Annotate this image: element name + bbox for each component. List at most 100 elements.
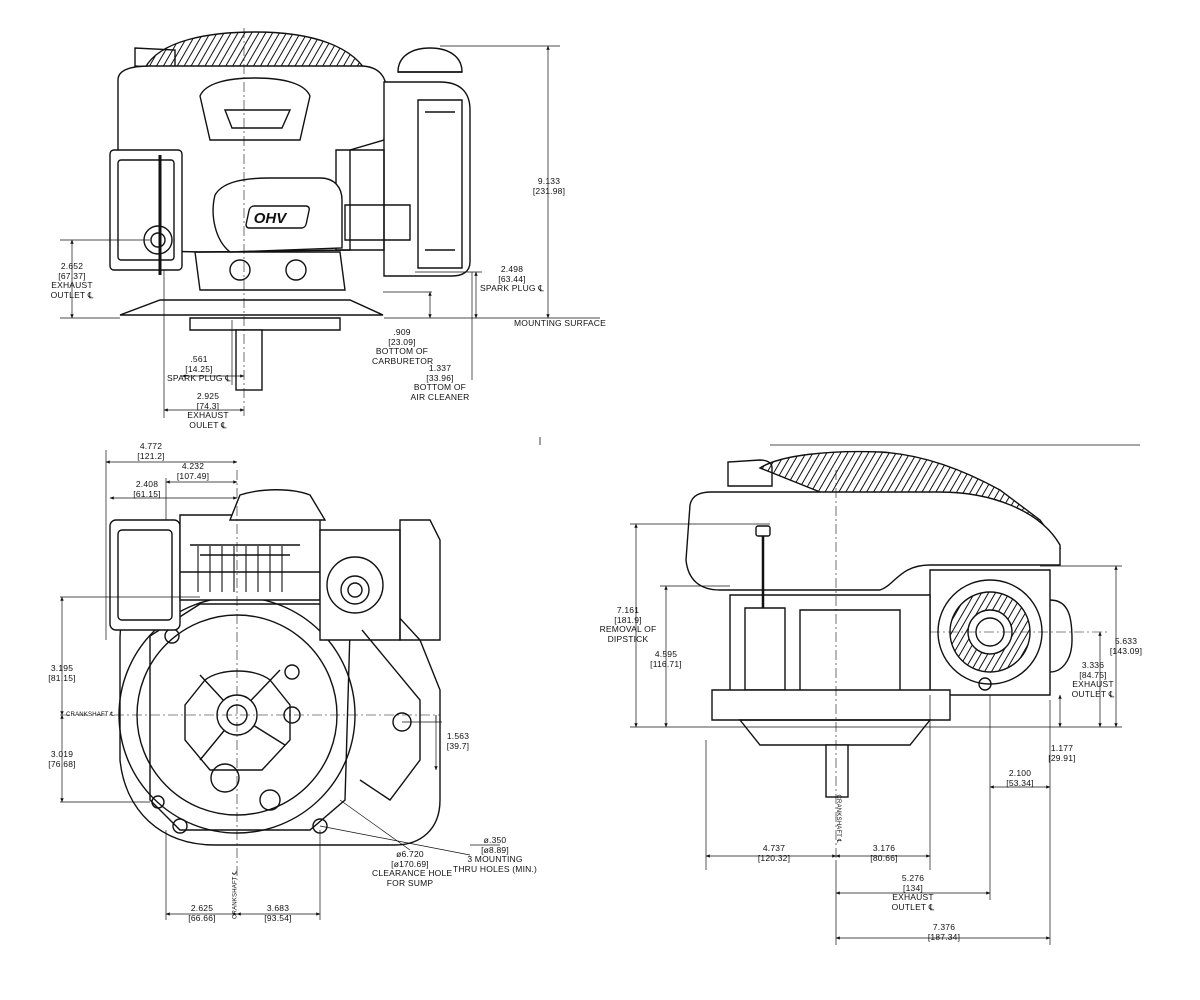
dim-metric: [80.66] bbox=[870, 852, 898, 863]
dim-value: 2.925 bbox=[196, 391, 220, 401]
dim-metric: [67.37] bbox=[58, 270, 86, 281]
dim-metric: [143.09] bbox=[1109, 645, 1143, 656]
dim-metric: [76.68] bbox=[48, 758, 76, 769]
dim-note: EXHAUST bbox=[51, 280, 93, 290]
dim-value: 2.408 bbox=[135, 479, 159, 489]
dim-metric: [84.75] bbox=[1079, 669, 1107, 680]
front-view: OHV bbox=[109, 31, 471, 391]
dim-small-offset: 1.177 [29.91] bbox=[1040, 743, 1084, 763]
dim-metric: [81.15] bbox=[48, 672, 76, 683]
dim-dipstick-removal: 7.161 [181.9] REMOVAL OF DIPSTICK bbox=[596, 605, 660, 644]
crankshaft-vertical-label-side: CRANKSHAFT ℄ bbox=[834, 794, 841, 843]
dim-value: 3.683 bbox=[266, 903, 290, 913]
dim-metric: [134] bbox=[903, 882, 923, 893]
dim-value: 7.376 bbox=[932, 922, 956, 932]
dim-note: CARBURETOR bbox=[372, 355, 434, 366]
dim-exhaust-outlet-side: 3.336 [84.75] EXHAUST OUTLET ℄ bbox=[1066, 660, 1120, 699]
dim-metric: [ø8.89] bbox=[481, 844, 509, 855]
dim-note: OUTLET ℄ bbox=[1071, 688, 1115, 699]
dim-metric: [231.98] bbox=[532, 185, 566, 196]
dim-metric: [ø170.69] bbox=[391, 858, 429, 869]
dim-note: OUTLET ℄ bbox=[891, 901, 935, 912]
dim-exhaust-offset: 2.925 [74.3] EXHAUST OULET ℄ bbox=[178, 391, 238, 430]
dim-value: 2.100 bbox=[1008, 768, 1032, 778]
dim-note: EXHAUST bbox=[892, 892, 934, 902]
dim-metric: [29.91] bbox=[1048, 752, 1076, 763]
dim-spark-plug-offset: .561 [14.25] SPARK PLUG ℄ bbox=[164, 354, 234, 384]
crankshaft-centerline-label: CRANKSHAFT ℄ bbox=[66, 712, 115, 718]
dim-value: .909 bbox=[393, 327, 411, 337]
dim-metric: [39.7] bbox=[446, 740, 470, 751]
dim-metric: [23.09] bbox=[388, 336, 416, 347]
front-view-dimension-lines bbox=[60, 45, 600, 418]
dim-value: .561 bbox=[190, 354, 208, 364]
dim-value: 3.019 bbox=[50, 749, 74, 759]
mounting-surface-label: MOUNTING SURFACE bbox=[514, 318, 606, 328]
dim-value: ø6.720 bbox=[396, 849, 424, 859]
dim-metric: [63.44] bbox=[498, 273, 526, 284]
ohv-logo: OHV bbox=[254, 210, 289, 227]
dim-metric: [33.96] bbox=[426, 372, 454, 383]
dim-total-width-side: 7.376 [187.34] bbox=[918, 922, 970, 942]
dim-side-offset: 1.563 [39.7] bbox=[440, 731, 476, 751]
dim-width-1: 4.772 [121.2] bbox=[126, 441, 176, 461]
dim-d1: 2.100 [53.34] bbox=[998, 768, 1042, 788]
dim-overall-height: 9.133 [231.98] bbox=[524, 176, 574, 196]
dim-value: 3.176 bbox=[872, 843, 896, 853]
dim-metric: [121.2] bbox=[137, 450, 165, 461]
dim-note: FOR SUMP bbox=[386, 877, 434, 888]
dim-lower-offset: 3.019 [76.68] bbox=[40, 749, 84, 769]
dim-exhaust-outlet-height: 2.652 [67.37] EXHAUST OUTLET ℄ bbox=[44, 261, 100, 300]
dim-height-2: 4.595 [116.71] bbox=[644, 649, 688, 669]
dim-metric: [14.25] bbox=[185, 363, 213, 374]
dim-spark-plug-height: 2.498 [63.44] SPARK PLUG ℄ bbox=[474, 264, 550, 294]
dim-value: 4.737 bbox=[762, 843, 786, 853]
dim-note: BOTTOM OF bbox=[413, 382, 467, 392]
dim-value: ø.350 bbox=[483, 835, 507, 845]
dim-value: 1.563 bbox=[446, 731, 470, 741]
dim-note: 3 MOUNTING bbox=[467, 854, 523, 864]
dim-mid-width-side: 3.176 [80.66] bbox=[860, 843, 908, 863]
plan-view bbox=[109, 489, 441, 846]
dim-note: BOTTOM OF bbox=[375, 346, 429, 356]
dim-value: 3.195 bbox=[50, 663, 74, 673]
side-view-centerlines bbox=[835, 470, 1110, 860]
dim-note: THRU HOLES (MIN.) bbox=[452, 863, 538, 874]
dim-value: 2.498 bbox=[500, 264, 524, 274]
dim-metric: [181.9] bbox=[614, 614, 642, 625]
dim-note: DIPSTICK bbox=[607, 633, 649, 644]
dim-overall-height-side: 5.633 [143.09] bbox=[1104, 636, 1148, 656]
dim-metric: [61.15] bbox=[133, 488, 161, 499]
dim-mounting-holes: ø.350 [ø8.89] 3 MOUNTING THRU HOLES (MIN… bbox=[452, 835, 538, 874]
dim-value: 3.336 bbox=[1081, 660, 1105, 670]
dim-value: 2.652 bbox=[60, 261, 84, 271]
crankshaft-vertical-label: CRANKSHAFT ℄ bbox=[232, 870, 239, 919]
dim-value: 2.625 bbox=[190, 903, 214, 913]
dim-metric: [116.71] bbox=[650, 658, 682, 669]
dim-note: SPARK PLUG ℄ bbox=[167, 373, 231, 383]
dim-value: 4.772 bbox=[139, 441, 163, 451]
dim-value: 1.337 bbox=[428, 363, 452, 373]
dim-left-bottom: 2.625 [66.66] bbox=[178, 903, 226, 923]
dim-note: REMOVAL OF bbox=[599, 624, 657, 634]
dim-value: 1.177 bbox=[1050, 743, 1074, 753]
dim-right-bottom: 3.683 [93.54] bbox=[254, 903, 302, 923]
plan-view-centerlines bbox=[60, 470, 440, 880]
side-view-dimension-lines bbox=[630, 523, 1122, 945]
plan-view-dimension-lines bbox=[60, 450, 500, 920]
dim-width-2: 4.232 [107.49] bbox=[168, 461, 218, 481]
dim-metric: [74.3] bbox=[196, 400, 220, 411]
dim-upper-offset: 3.195 [81.15] bbox=[40, 663, 84, 683]
dim-value: 5.276 bbox=[901, 873, 925, 883]
dim-note: CLEARANCE HOLE bbox=[372, 868, 453, 878]
dim-metric: [53.34] bbox=[1006, 777, 1034, 788]
side-view bbox=[685, 444, 1140, 798]
dim-metric: [66.66] bbox=[188, 912, 216, 923]
dim-value: 5.633 bbox=[1114, 636, 1138, 646]
dim-clearance-hole: ø6.720 [ø170.69] CLEARANCE HOLE FOR SUMP bbox=[372, 849, 453, 888]
dim-exhaust-width-side: 5.276 [134] EXHAUST OUTLET ℄ bbox=[886, 873, 940, 912]
dim-width-3: 2.408 [61.15] bbox=[122, 479, 172, 499]
dim-value: 4.232 bbox=[181, 461, 205, 471]
dim-air-cleaner-bottom: 1.337 [33.96] BOTTOM OF AIR CLEANER bbox=[410, 363, 470, 402]
